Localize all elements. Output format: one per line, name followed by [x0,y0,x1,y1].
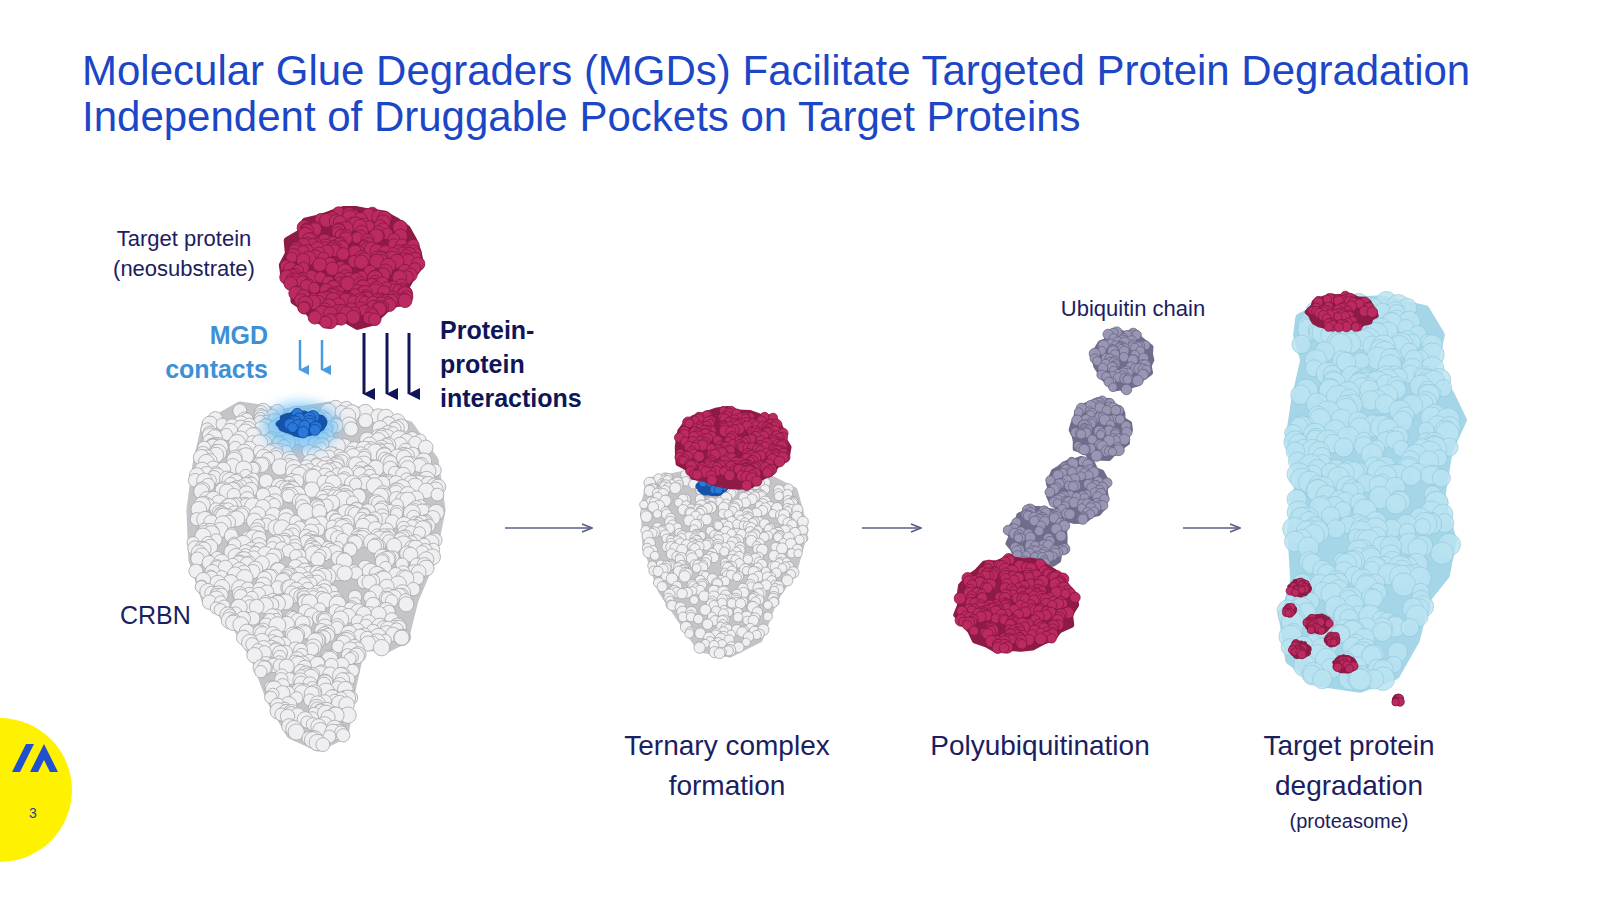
interaction-arrow [386,333,389,394]
interaction-arrow [408,333,411,394]
atom [394,629,410,645]
atom [358,414,372,428]
logo-mark [30,744,58,772]
atom [337,566,352,581]
atom [733,571,743,581]
atom [398,294,412,308]
atom [288,423,298,433]
atom [677,588,688,599]
atom [641,511,653,523]
target-protein [280,207,425,329]
interaction-arrow [363,333,366,394]
atom [394,630,409,645]
atom [650,551,659,560]
atom [313,258,327,272]
atom [702,619,713,630]
atom [298,301,311,314]
contact-arrow [321,340,324,370]
atom [735,598,745,608]
atom [344,422,358,436]
atom [346,310,360,324]
atom [320,316,332,328]
atom [733,573,742,582]
ternary-crbn [640,466,809,659]
atom [690,596,699,605]
atom [692,564,701,573]
contact-arrow [299,340,302,370]
mgd-molecule [279,408,325,438]
atom [640,500,648,508]
atom [298,302,310,314]
atom [653,510,662,519]
atom [255,666,267,678]
mgd-glow [263,402,339,450]
atom [763,612,772,621]
atom [336,729,349,742]
atom [794,549,802,557]
atom [720,547,729,556]
ternary-crbn-base [643,470,806,655]
target-protein-base [282,209,421,326]
crbn-protein [187,400,446,751]
atom [399,597,414,612]
atom [311,552,325,566]
protein-figures [187,207,1462,752]
atom [685,629,694,638]
ternary-target-base [677,408,789,487]
ternary-target [674,406,790,490]
atom [774,492,783,501]
atom [373,640,389,656]
atom [309,282,320,293]
atom [431,488,444,501]
logo-mark [12,744,34,772]
atom [368,313,381,326]
atom [714,648,725,659]
atom [297,426,308,437]
atom [763,601,772,610]
atom [694,642,705,653]
atom [694,614,704,624]
atom [733,612,743,622]
atom [337,248,349,260]
atom [316,738,330,752]
atom [743,555,752,564]
logo-disc [0,718,72,862]
crbn-protein-base [190,405,442,748]
atom [670,483,681,494]
atom [419,440,433,454]
atom [309,424,320,435]
